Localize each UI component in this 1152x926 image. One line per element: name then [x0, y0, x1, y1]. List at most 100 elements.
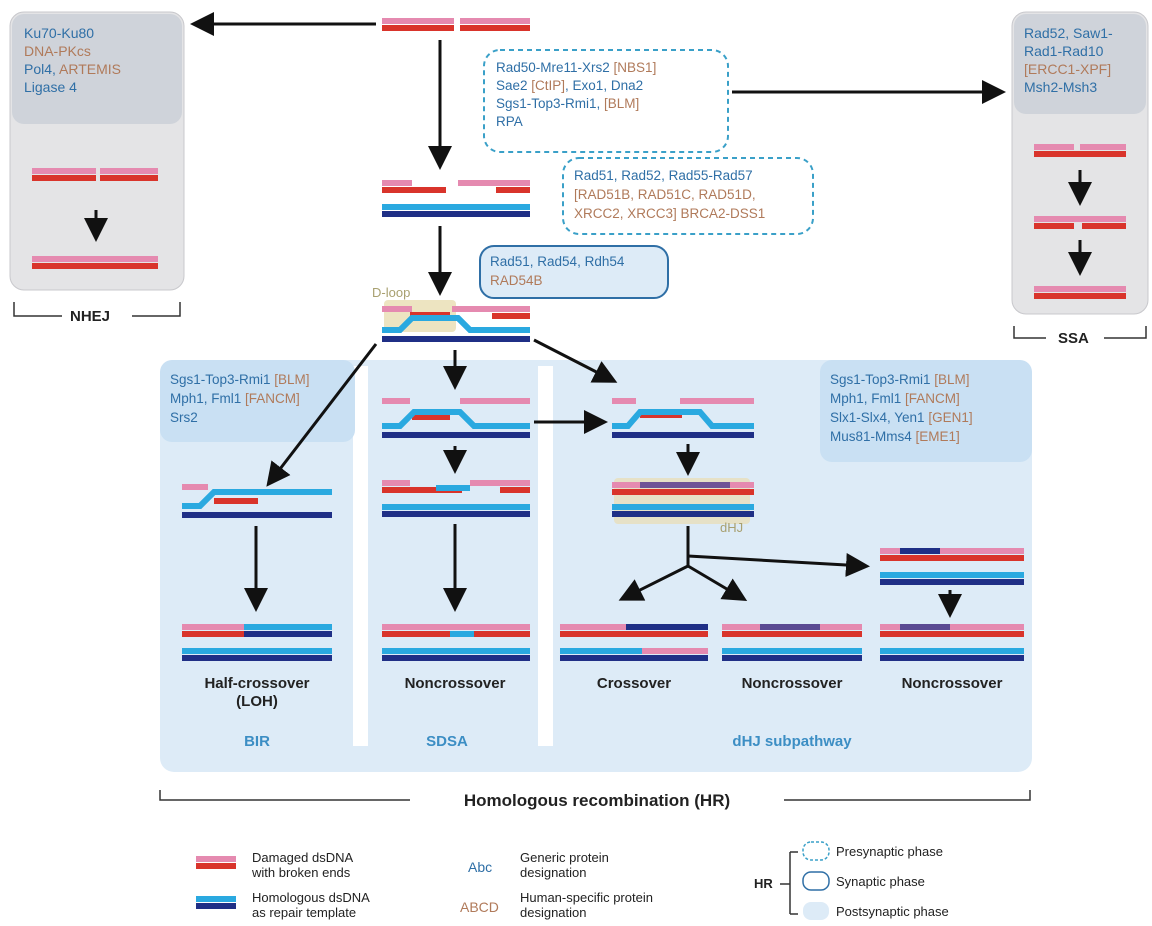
- dhj-protein-mus81: Mus81-Mms4: [830, 429, 916, 444]
- legend: Damaged dsDNA with broken ends Homologou…: [196, 841, 949, 920]
- dhj-protein-line1: Sgs1-Top3-Rmi1 [BLM]: [830, 372, 970, 387]
- bir-outcome-molecule: [182, 624, 332, 661]
- sdsa-outcome-molecule: [382, 624, 530, 661]
- legend-postsynaptic-label: Postsynaptic phase: [836, 904, 949, 919]
- legend-homologous-line2: as repair template: [252, 905, 356, 920]
- ssa-protein-line4: Msh2-Msh3: [1024, 79, 1097, 95]
- presynaptic-protein-box: [562, 157, 814, 235]
- ssa-protein-line2: Rad1-Rad10: [1024, 43, 1104, 59]
- nhej-protein-pol4: Pol4,: [24, 61, 59, 77]
- dhj-outcome-crossover: Crossover: [597, 675, 671, 692]
- resected-molecule: [382, 180, 530, 217]
- dhj-protein-gen1: [GEN1]: [928, 410, 972, 425]
- synaptic-line1: Rad51, Rad54, Rdh54: [490, 254, 625, 269]
- legend-presynaptic-swatch: [802, 841, 830, 861]
- resection-protein-blm: [BLM]: [604, 96, 639, 111]
- brackets: [13, 302, 1147, 801]
- legend-human-line2: designation: [520, 905, 587, 920]
- sdsa-step1-molecule: [382, 398, 530, 438]
- legend-synaptic-swatch: [802, 871, 830, 891]
- dhj-protein-sgs1: Sgs1-Top3-Rmi1: [830, 372, 934, 387]
- legend-generic-line2: designation: [520, 865, 587, 880]
- dhj-structure-molecule: [612, 482, 754, 517]
- nhej-protein-ku70-ku80: Ku70-Ku80: [24, 25, 94, 41]
- legend-presynaptic-label: Presynaptic phase: [836, 844, 943, 859]
- dhj-protein-mph1: Mph1, Fml1: [830, 391, 905, 406]
- synaptic-line2: RAD54B: [490, 273, 543, 288]
- bir-outcome-line1: Half-crossover: [204, 675, 309, 692]
- d-loop-label: D-loop: [372, 285, 410, 300]
- ssa-label: SSA: [1058, 330, 1089, 347]
- dissolution-molecule: [880, 548, 1024, 585]
- legend-synaptic-label: Synaptic phase: [836, 874, 925, 889]
- bir-label: BIR: [244, 733, 270, 750]
- legend-postsynaptic-swatch: [803, 902, 829, 920]
- legend-hr-key: HR: [754, 876, 773, 891]
- sdsa-outcome: Noncrossover: [405, 675, 506, 692]
- ssa-annealing-molecule: [1034, 144, 1126, 157]
- sdsa-step2-molecule: [382, 480, 530, 517]
- nhej-protein-line3: Pol4, ARTEMIS: [24, 61, 121, 77]
- legend-generic-sample: Abc: [468, 859, 492, 875]
- synaptic-protein-box: [479, 245, 669, 299]
- bir-protein-fancm: [FANCM]: [245, 391, 300, 406]
- dhj-protein-blm: [BLM]: [934, 372, 969, 387]
- dhj-protein-fancm: [FANCM]: [905, 391, 960, 406]
- resection-line2: Sae2 [CtIP], Exo1, Dna2: [496, 78, 643, 93]
- dsb-molecule: [382, 18, 530, 31]
- resection-protein-mrx: Rad50-Mre11-Xrs2: [496, 60, 614, 75]
- hr-label: Homologous recombination (HR): [464, 791, 730, 810]
- crossover-molecule: [560, 624, 708, 661]
- dhj-protein-line4: Mus81-Mms4 [EME1]: [830, 429, 960, 444]
- ssa-repaired-molecule: [1034, 286, 1126, 299]
- resection-protein-sgs1: Sgs1-Top3-Rmi1,: [496, 96, 604, 111]
- nhej-protein-box: [12, 14, 182, 124]
- bir-protein-blm: [BLM]: [274, 372, 309, 387]
- presynaptic-line1: Rad51, Rad52, Rad55-Rad57: [574, 168, 753, 183]
- ssa-intermediate-molecule: [1034, 216, 1126, 229]
- legend-damaged-line2: with broken ends: [251, 865, 351, 880]
- resection-protein-box: [483, 49, 729, 153]
- legend-homologous-line1: Homologous dsDNA: [252, 890, 370, 905]
- dhj-step1-molecule: [612, 398, 754, 438]
- legend-human-sample: ABCD: [460, 899, 499, 915]
- hr-postsynaptic-panel: [160, 360, 1032, 772]
- ssa-protein-line1: Rad52, Saw1-: [1024, 25, 1113, 41]
- noncrossover-molecule-center: [722, 624, 862, 661]
- dhj-protein-line2: Mph1, Fml1 [FANCM]: [830, 391, 960, 406]
- dhj-protein-eme1: [EME1]: [916, 429, 960, 444]
- resection-line1: Rad50-Mre11-Xrs2 [NBS1]: [496, 60, 656, 75]
- resection-protein-sae2: Sae2: [496, 78, 531, 93]
- legend-damaged-line1: Damaged dsDNA: [252, 850, 353, 865]
- dhj-protein-box: [820, 360, 1032, 462]
- nhej-repaired-molecule: [32, 256, 158, 269]
- bir-protein-mph1: Mph1, Fml1: [170, 391, 245, 406]
- dhj-protein-line3: Slx1-Slx4, Yen1 [GEN1]: [830, 410, 973, 425]
- legend-human-line1: Human-specific protein: [520, 890, 653, 905]
- dhj-label: dHJ: [720, 520, 743, 535]
- nhej-protein-dna-pkcs: DNA-PKcs: [24, 43, 91, 59]
- bir-protein-srs2: Srs2: [170, 410, 198, 425]
- legend-generic-line1: Generic protein: [520, 850, 609, 865]
- ssa-protein-box: [1014, 14, 1146, 114]
- nhej-label: NHEJ: [70, 308, 110, 325]
- d-loop-molecule: [382, 306, 530, 342]
- pathway-arrows: [84, 12, 1092, 618]
- resection-protein-ctip: [CtIP]: [531, 78, 565, 93]
- resection-protein-nbs1: [NBS1]: [614, 60, 657, 75]
- dhj-protein-slx1: Slx1-Slx4, Yen1: [830, 410, 928, 425]
- resection-line3: Sgs1-Top3-Rmi1, [BLM]: [496, 96, 639, 111]
- dhj-subpathway-label: dHJ subpathway: [732, 733, 852, 750]
- noncrossover-molecule-right: [880, 624, 1024, 661]
- resection-protein-rpa: RPA: [496, 114, 523, 129]
- nhej-protein-artemis: ARTEMIS: [59, 61, 121, 77]
- bir-protein-sgs1: Sgs1-Top3-Rmi1: [170, 372, 274, 387]
- bir-protein-line1: Sgs1-Top3-Rmi1 [BLM]: [170, 372, 310, 387]
- bir-protein-line2: Mph1, Fml1 [FANCM]: [170, 391, 300, 406]
- sdsa-label: SDSA: [426, 733, 468, 750]
- bir-outcome-line2: (LOH): [236, 693, 278, 710]
- nhej-protein-ligase4: Ligase 4: [24, 79, 77, 95]
- bir-sdsa-divider: [353, 366, 368, 746]
- presynaptic-line2: [RAD51B, RAD51C, RAD51D,: [574, 187, 756, 202]
